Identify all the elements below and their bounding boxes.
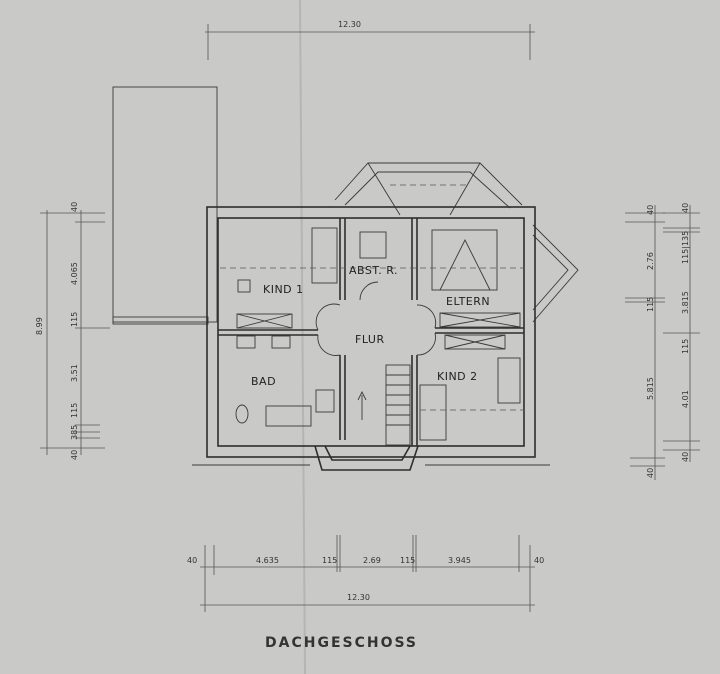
toilet — [235, 404, 249, 424]
dim-bottom: 40 — [534, 556, 544, 565]
dim-right: 3.815 — [681, 291, 690, 314]
dim-bottom: 4.635 — [256, 556, 279, 565]
right-dimensions: 40 2.76 115 5.815 40 40 115|135 3.815 11… — [625, 203, 700, 480]
interior-walls — [218, 218, 524, 446]
room-bad: BAD — [251, 375, 276, 388]
top-dimension: 12.30 — [205, 20, 535, 60]
dim-right: 2.76 — [646, 252, 655, 270]
dim-left: 115 — [70, 403, 79, 418]
dim-bottom: 115 — [400, 556, 415, 565]
dim-right: 5.815 — [646, 377, 655, 400]
left-dimensions: 8.99 40 4.065 115 3.51 115 385 40 — [35, 202, 110, 460]
shower — [315, 389, 335, 413]
dim-right: 40 — [646, 205, 655, 215]
dim-bottom-total: 12.30 — [347, 593, 370, 602]
paper-fold — [299, 0, 306, 674]
dim-bottom: 115 — [322, 556, 337, 565]
furniture — [235, 227, 521, 441]
dim-right: 115 — [681, 339, 690, 354]
dim-right: 115|135 — [681, 231, 690, 264]
dim-right: 40 — [681, 452, 690, 462]
dim-bottom: 3.945 — [448, 556, 471, 565]
bottom-dimensions: 40 4.635 115 2.69 115 3.945 40 12.30 — [187, 535, 544, 612]
chimney — [359, 231, 387, 259]
staircase — [357, 364, 411, 446]
dim-bottom: 2.69 — [363, 556, 381, 565]
balcony-rail — [112, 316, 209, 325]
dim-right: 115 — [646, 297, 655, 312]
bay-window-right — [532, 224, 579, 323]
sink-1 — [236, 335, 256, 349]
plan-title: DACHGESCHOSS — [265, 635, 418, 651]
bed-kind1 — [311, 227, 338, 284]
outer-walls — [192, 206, 550, 471]
dim-left: 3.51 — [70, 364, 79, 382]
desk-kind1 — [237, 279, 251, 293]
room-abst: ABST. R. — [349, 264, 398, 277]
dim-left: 115 — [70, 312, 79, 327]
wardrobe-eltern — [439, 312, 521, 328]
double-bed — [431, 229, 498, 291]
desk-kind2 — [497, 357, 521, 404]
room-kind2: KIND 2 — [437, 370, 478, 383]
room-kind1: KIND 1 — [263, 283, 304, 296]
wardrobe-kind2 — [444, 334, 506, 350]
dim-left: 4.065 — [70, 262, 79, 285]
dim-left: 40 — [70, 450, 79, 460]
wardrobe-kind1 — [236, 313, 293, 329]
dim-right: 40 — [646, 468, 655, 478]
dim-left: 40 — [70, 202, 79, 212]
dim-right: 40 — [681, 203, 690, 213]
balcony — [112, 86, 218, 323]
bed-kind2 — [419, 384, 447, 441]
dormer — [334, 162, 523, 216]
bathtub — [265, 405, 312, 427]
dim-left-total: 8.99 — [35, 317, 44, 335]
dim-top-total: 12.30 — [338, 20, 361, 29]
dim-left: 385 — [70, 425, 79, 440]
room-flur: FLUR — [355, 333, 385, 346]
sink-2 — [271, 335, 291, 349]
room-eltern: ELTERN — [446, 295, 490, 308]
dim-bottom: 40 — [187, 556, 197, 565]
dim-right: 4.01 — [681, 390, 690, 408]
